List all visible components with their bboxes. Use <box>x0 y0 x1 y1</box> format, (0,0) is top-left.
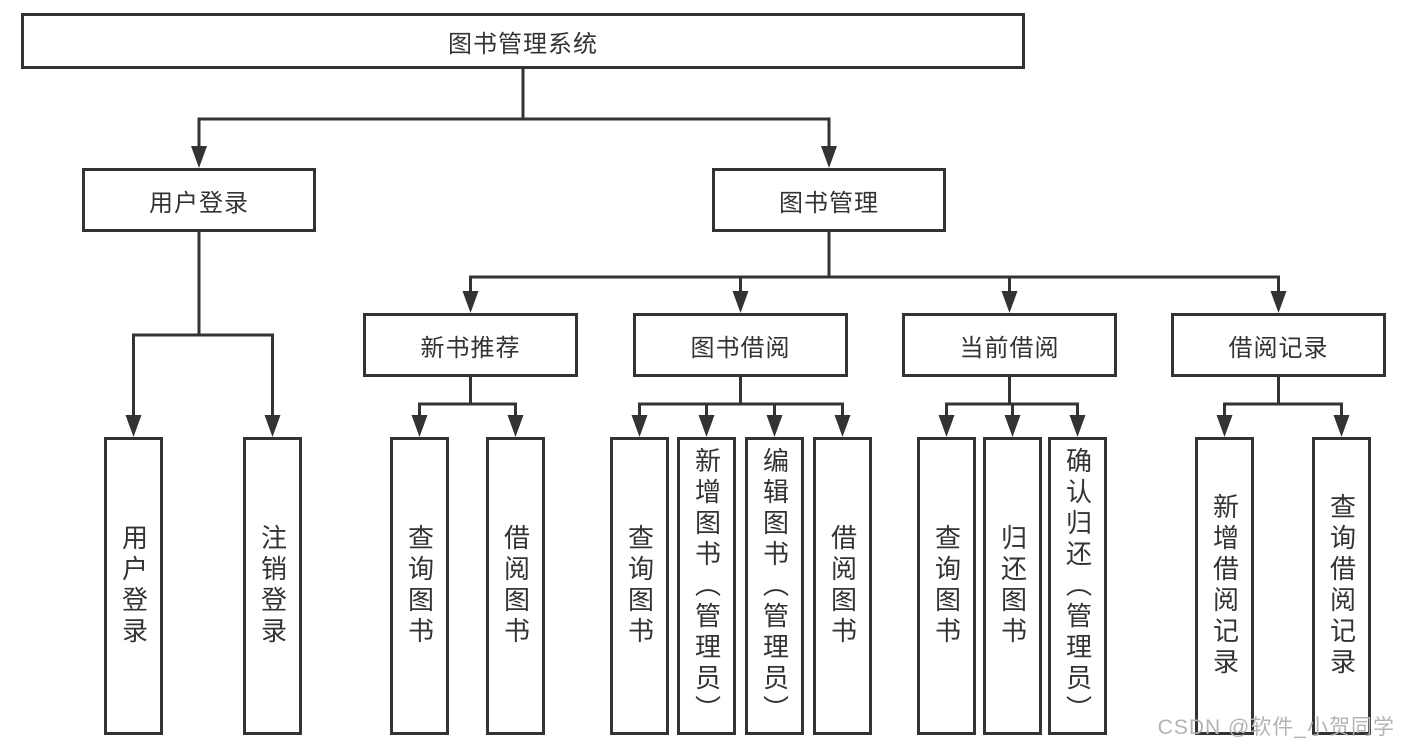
leaf-add-book-admin-label: 新增图书（管理员） <box>691 446 722 726</box>
node-book-borrow-label: 图书借阅 <box>690 334 791 362</box>
leaf-query-borrow-record: 查询借阅记录 <box>1312 437 1371 735</box>
node-current-borrow: 当前借阅 <box>902 313 1117 377</box>
leaf-recommend-borrow-book-label: 借阅图书 <box>500 524 531 648</box>
node-borrow-record-label: 借阅记录 <box>1228 334 1329 362</box>
arrow-down-icons <box>125 146 1350 437</box>
leaf-add-borrow-record-label: 新增借阅记录 <box>1209 493 1240 679</box>
leaf-add-book-admin: 新增图书（管理员） <box>677 437 736 735</box>
node-new-book-recommend-label: 新书推荐 <box>420 334 521 362</box>
leaf-borrow-borrow-book: 借阅图书 <box>813 437 872 735</box>
node-book-management: 图书管理 <box>712 168 946 232</box>
leaf-edit-book-admin-label: 编辑图书（管理员） <box>759 446 790 726</box>
leaf-recommend-query-book: 查询图书 <box>390 437 449 735</box>
node-book-management-label: 图书管理 <box>779 189 879 217</box>
leaf-user-login-label: 用户登录 <box>118 524 149 648</box>
leaf-return-book-label: 归还图书 <box>997 524 1028 648</box>
leaf-return-book: 归还图书 <box>983 437 1042 735</box>
leaf-recommend-borrow-book: 借阅图书 <box>486 437 545 735</box>
leaf-confirm-return-admin: 确认归还（管理员） <box>1048 437 1107 735</box>
leaf-logout-label: 注销登录 <box>257 524 288 648</box>
leaf-confirm-return-admin-label: 确认归还（管理员） <box>1062 446 1093 726</box>
leaf-current-query-book: 查询图书 <box>917 437 976 735</box>
connector-paths <box>132 69 1343 417</box>
leaf-add-borrow-record: 新增借阅记录 <box>1195 437 1254 735</box>
node-new-book-recommend: 新书推荐 <box>363 313 578 377</box>
node-borrow-record: 借阅记录 <box>1171 313 1386 377</box>
leaf-query-borrow-record-label: 查询借阅记录 <box>1326 493 1357 679</box>
leaf-edit-book-admin: 编辑图书（管理员） <box>745 437 804 735</box>
watermark: CSDN @软件_小贺同学 <box>1157 716 1395 739</box>
leaf-recommend-query-book-label: 查询图书 <box>404 524 435 648</box>
node-current-borrow-label: 当前借阅 <box>959 334 1060 362</box>
leaf-borrow-borrow-book-label: 借阅图书 <box>827 524 858 648</box>
node-user-login: 用户登录 <box>82 168 316 232</box>
leaf-logout: 注销登录 <box>243 437 302 735</box>
leaf-borrow-query-book-label: 查询图书 <box>624 524 655 648</box>
leaf-current-query-book-label: 查询图书 <box>931 524 962 648</box>
leaf-borrow-query-book: 查询图书 <box>610 437 669 735</box>
node-root: 图书管理系统 <box>21 13 1025 69</box>
leaf-user-login: 用户登录 <box>104 437 163 735</box>
node-user-login-label: 用户登录 <box>149 189 249 217</box>
node-root-label: 图书管理系统 <box>448 30 598 58</box>
node-book-borrow: 图书借阅 <box>633 313 848 377</box>
